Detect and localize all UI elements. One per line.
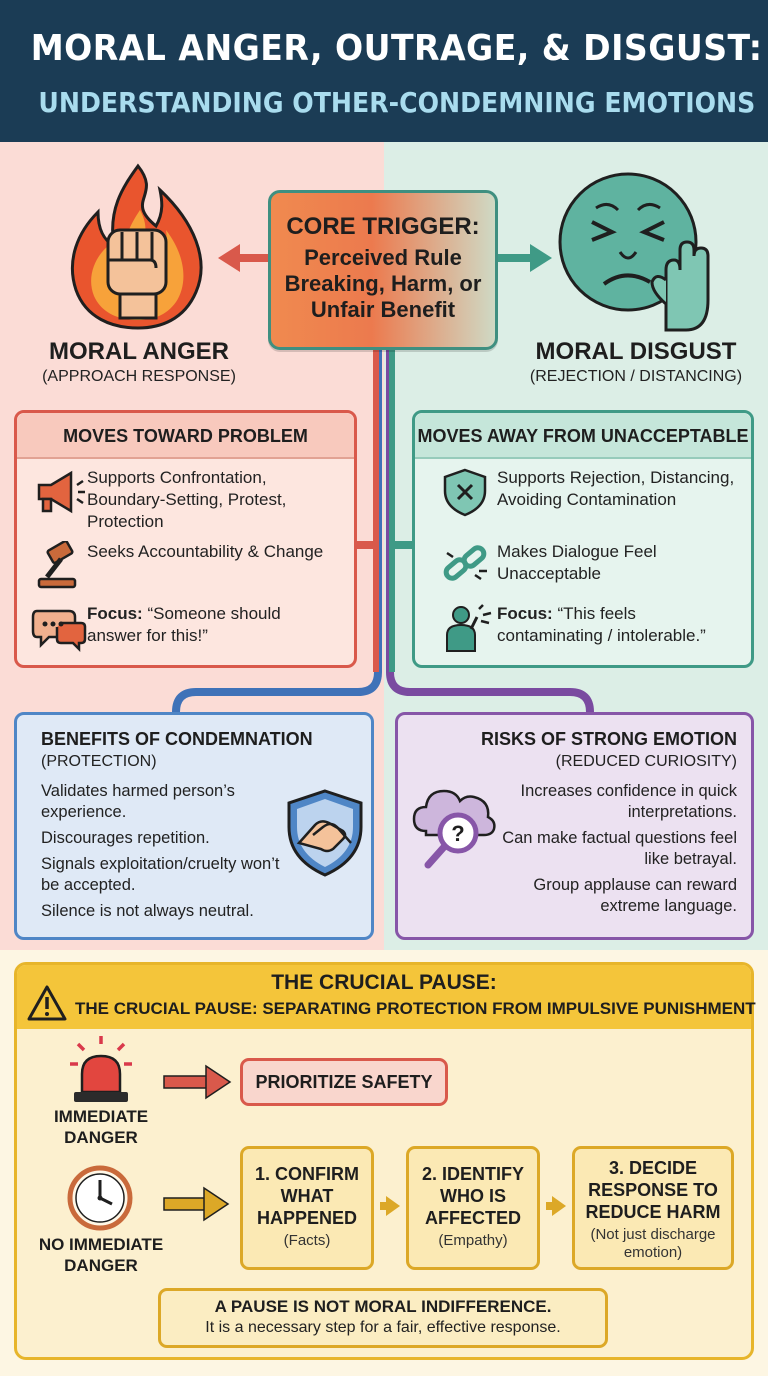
moves-toward-heading: MOVES TOWARD PROBLEM [17,413,354,459]
toward-focus-text: “Someone should answer for this!” [87,604,281,645]
moves-away-heading: MOVES AWAY FROM UNACCEPTABLE [415,413,751,459]
step-1-box: 1. CONFIRM WHAT HAPPENED (Facts) [240,1146,374,1270]
benefits-subtitle: (PROTECTION) [41,753,157,770]
page-title: MORAL ANGER, OUTRAGE, & DISGUST: [30,28,763,69]
benefits-title: BENEFITS OF CONDEMNATION [41,729,313,749]
moves-away-panel: MOVES AWAY FROM UNACCEPTABLE Supports Re… [412,410,754,668]
disgusted-face-hand-icon [558,172,710,332]
list-item: Seeks Accountability & Change [31,541,327,591]
speech-bubble-icon [31,609,87,653]
list-item: Group applause can reward extreme langua… [533,876,737,915]
list-item: Validates harmed person’s experience. [41,782,235,821]
broken-chain-icon [443,545,487,581]
list-item: Focus: “This feels contaminating / intol… [441,603,737,653]
away-item-2-text: Makes Dialogue Feel Unacceptable [497,542,657,583]
list-item: Supports Confrontation, Boundary-Setting… [31,467,327,533]
clock-icon [67,1165,133,1231]
core-trigger-box: CORE TRIGGER: Perceived Rule Breaking, H… [268,190,498,350]
megaphone-icon [37,470,85,514]
shield-handshake-icon [287,789,363,877]
no-immediate-danger-label: NO IMMEDIATE DANGER [38,1235,164,1275]
risks-list: Increases confidence in quick interpreta… [497,781,737,922]
toward-item-2-text: Seeks Accountability & Change [87,542,324,561]
moral-anger-title: MORAL ANGER [49,338,229,365]
header-banner: MORAL ANGER, OUTRAGE, & DISGUST: UNDERST… [0,0,768,142]
list-item: Focus: “Someone should answer for this!” [31,603,327,653]
immediate-danger-label: IMMEDIATE DANGER [53,1107,149,1147]
crucial-pause-subtitle: THE CRUCIAL PAUSE: SEPARATING PROTECTION… [75,999,756,1018]
crucial-pause-title: THE CRUCIAL PAUSE: [271,971,497,994]
benefits-list: Validates harmed person’s experience. Di… [41,781,281,927]
shield-x-icon [443,468,487,517]
step-3-note: (Not just discharge emotion) [590,1226,716,1261]
away-focus-text: “This feels contaminating / intolerable.… [497,604,706,645]
step-2-note: (Empathy) [438,1232,508,1249]
cloud-question-magnifier-icon: ? [412,789,496,869]
core-trigger-title: CORE TRIGGER: [286,213,480,240]
list-item: Discourages repetition. [41,829,210,847]
page-subtitle: UNDERSTANDING OTHER-CONDEMNING EMOTIONS [38,86,756,119]
toward-item-1-text: Supports Confrontation, Boundary-Setting… [87,468,287,531]
crucial-pause-header: THE CRUCIAL PAUSE: THE CRUCIAL PAUSE: SE… [17,965,756,1029]
alarm-siren-icon [70,1036,132,1102]
step-1-title: 1. CONFIRM WHAT HAPPENED [254,1164,359,1228]
list-item: Silence is not always neutral. [41,902,254,920]
list-item: Can make factual questions feel like bet… [502,829,737,868]
moral-anger-subtitle: (APPROACH RESPONSE) [42,368,236,385]
flame-fist-icon [71,163,203,330]
risks-panel: RISKS OF STRONG EMOTION (REDUCED CURIOSI… [395,712,754,940]
pause-footer-box: A PAUSE IS NOT MORAL INDIFFERENCE. It is… [158,1288,608,1348]
list-item: Supports Rejection, Distancing, Avoiding… [441,467,737,517]
core-trigger-text: Perceived Rule Breaking, Harm, or Unfair… [284,245,482,322]
pause-footer-title: A PAUSE IS NOT MORAL INDIFFERENCE. [214,1297,552,1316]
step-3-title: 3. DECIDE RESPONSE TO REDUCE HARM [585,1158,721,1222]
away-item-1-text: Supports Rejection, Distancing, Avoiding… [497,468,735,509]
away-focus-label: Focus: [497,604,553,623]
svg-text:?: ? [451,821,464,846]
gavel-icon [37,541,77,589]
list-item: Increases confidence in quick interpreta… [520,782,737,821]
warning-icon [27,985,67,1021]
step-2-box: 2. IDENTIFY WHO IS AFFECTED (Empathy) [406,1146,540,1270]
list-item: Signals exploitation/cruelty won’t be ac… [41,855,280,894]
prioritize-safety-box: PRIORITIZE SAFETY [240,1058,448,1106]
benefits-panel: BENEFITS OF CONDEMNATION (PROTECTION) Va… [14,712,374,940]
moral-disgust-title: MORAL DISGUST [535,338,737,365]
step-3-box: 3. DECIDE RESPONSE TO REDUCE HARM (Not j… [572,1146,734,1270]
toward-focus-label: Focus: [87,604,143,623]
risks-subtitle: (REDUCED CURIOSITY) [555,753,737,770]
moves-toward-panel: MOVES TOWARD PROBLEM Supports Confrontat… [14,410,357,668]
moral-disgust-subtitle: (REJECTION / DISTANCING) [529,368,743,385]
recoiling-person-icon [446,604,492,652]
risks-title: RISKS OF STRONG EMOTION [480,729,737,749]
list-item: Makes Dialogue Feel Unacceptable [441,541,737,591]
step-2-title: 2. IDENTIFY WHO IS AFFECTED [421,1164,524,1228]
pause-footer-text: It is a necessary step for a fair, effec… [205,1319,561,1336]
step-1-note: (Facts) [283,1232,331,1249]
